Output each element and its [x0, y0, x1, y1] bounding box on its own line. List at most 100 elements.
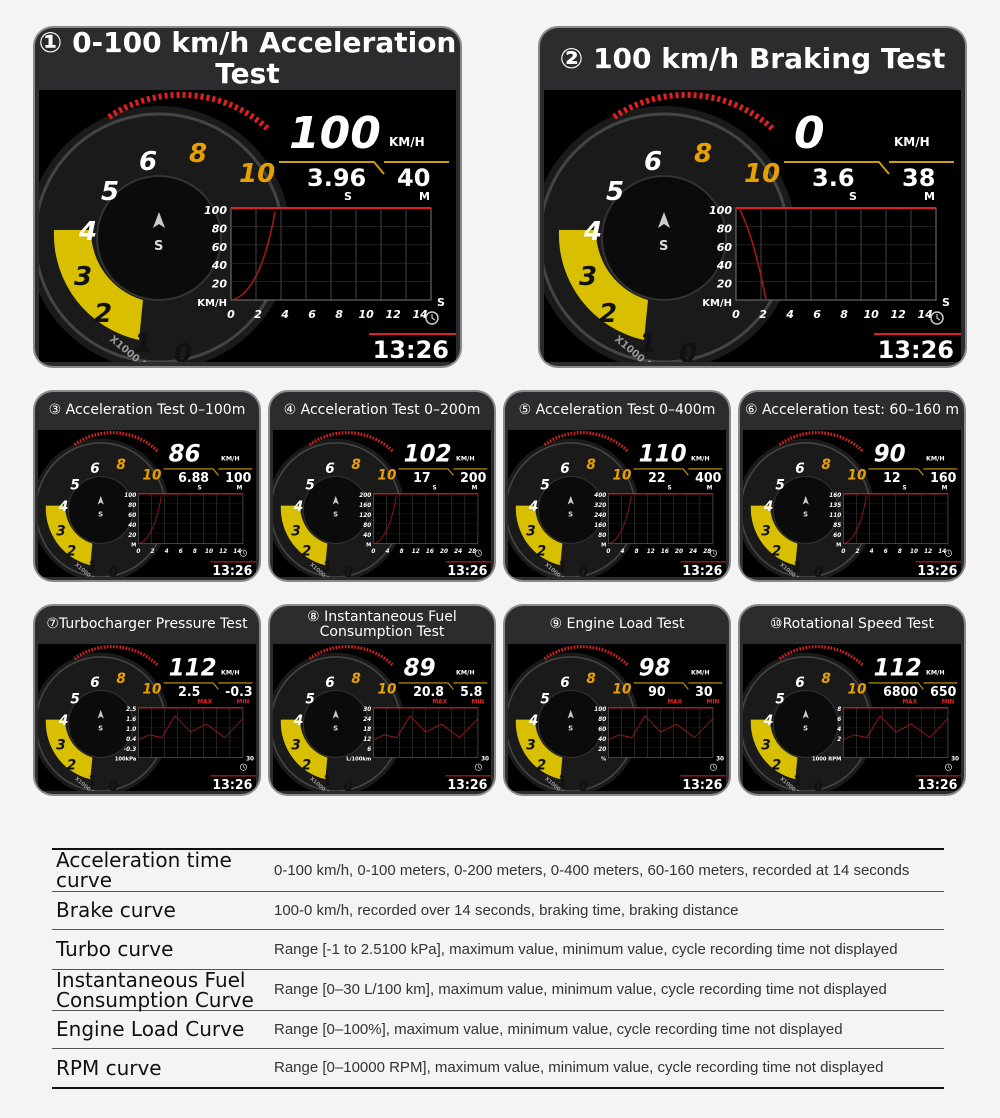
x-tick-label: 4	[386, 549, 390, 555]
spec-desc: Range [0–30 L/100 km], maximum value, mi…	[274, 981, 887, 998]
x-axis-unit: 30	[716, 757, 724, 763]
gauge-digit: 6	[90, 675, 100, 691]
gauge-digit: 4	[763, 713, 773, 729]
panel-braking-test: ② 100 km/h Braking Test 6810543210X1000 …	[540, 28, 965, 366]
gauge-redline	[612, 91, 777, 133]
gauge-center	[67, 689, 134, 759]
panel-accel-0-200m: ④ Acceleration Test 0–200m 6810543210X10…	[270, 392, 494, 580]
gauge-redline	[778, 645, 865, 667]
gauge-digit: 5	[540, 477, 549, 493]
compass-arrow-icon	[567, 709, 574, 719]
separator-line	[784, 161, 890, 175]
x-tick-label: 8	[400, 549, 404, 555]
gauge-digit: 2	[67, 543, 76, 559]
gauge-redline	[778, 431, 865, 453]
x-axis-unit: 30	[481, 757, 489, 763]
x-axis-unit: S	[942, 296, 950, 309]
x-tick-label: 2	[254, 308, 262, 321]
chart-curve	[373, 715, 479, 741]
x-tick-label: 20	[675, 549, 683, 555]
gauge-digit: 10	[378, 468, 397, 484]
y-tick-label: 8	[837, 707, 841, 713]
gauge-digit: 10	[143, 468, 162, 484]
gauge-digit: 3	[526, 523, 535, 539]
chart-curve	[608, 715, 714, 741]
panel-rpm-test: ⑩Rotational Speed Test 6810543210X1000 P…	[740, 606, 964, 794]
gauge-yellow-band	[515, 505, 563, 566]
gauge-digit: 0	[109, 565, 119, 577]
gauge-digit: 5	[101, 177, 119, 207]
value-2-unit: M	[419, 190, 430, 203]
panel-accel-0-100m: ③ Acceleration Test 0–100m 6810543210X10…	[35, 392, 259, 580]
x-tick-label: 14	[413, 308, 428, 321]
value-1-unit: MAX	[197, 699, 212, 705]
x-tick-label: 12	[647, 549, 655, 555]
gauge-digit: 1	[558, 559, 567, 575]
y-tick-label: 20	[717, 278, 733, 291]
y-tick-label: 135	[829, 503, 841, 509]
gauge-digit: 0	[579, 565, 589, 577]
gauge-digit: 1	[793, 773, 802, 789]
spec-desc: 0-100 km/h, 0-100 meters, 0-200 meters, …	[274, 861, 910, 879]
compass-arrow-icon	[332, 709, 339, 719]
speed-value: 98	[639, 653, 671, 681]
dashboard-screen: 6810543210X1000 PRMS0KM/H3.638SM10080604…	[544, 90, 961, 362]
y-tick-label: 100	[124, 493, 136, 499]
value-1: 22	[648, 471, 665, 486]
gauge-redline	[308, 645, 395, 667]
compass-arrow-icon	[97, 495, 104, 505]
value-2: -0.3	[225, 685, 252, 700]
clock-hands	[243, 551, 246, 555]
compass-arrow-icon	[97, 709, 104, 719]
speed-value: 112	[874, 653, 922, 681]
compass-arrow-icon	[658, 212, 670, 228]
speed-value: 90	[874, 439, 906, 467]
gauge-digit: 5	[540, 691, 549, 707]
x-tick-label: 4	[870, 549, 874, 555]
value-2: 40	[397, 164, 430, 192]
value-1: 12	[883, 471, 900, 486]
clock-hands	[713, 551, 716, 555]
value-1: 90	[648, 685, 666, 700]
spec-label: Instantaneous Fuel Consumption Curve	[56, 967, 254, 1012]
dashboard-graphic: 6810543210X1000 PRMS98KM/H9030MAXMIN1008…	[508, 645, 726, 791]
clock-hands	[431, 314, 436, 321]
clock-time: 13:26	[917, 564, 957, 577]
y-tick-label: 1.0	[126, 727, 136, 733]
dashboard-screen: 6810543210X1000 PRMS102KM/H17200SM200160…	[273, 430, 491, 577]
y-tick-label: 80	[363, 523, 371, 529]
clock-hands	[936, 314, 941, 321]
dashboard-screen: 6810543210X1000 PRMS110KM/H22400SM400320…	[508, 430, 726, 577]
y-tick-label: 60	[833, 533, 841, 539]
clock-hands	[478, 765, 481, 769]
y-tick-label: 6	[837, 717, 841, 723]
separator-line	[398, 468, 454, 476]
spec-desc: Range [0–10000 RPM], maximum value, mini…	[274, 1059, 884, 1077]
y-tick-label: 60	[598, 727, 606, 733]
y-axis-unit: M	[131, 543, 136, 549]
chart-curve	[844, 495, 867, 544]
value-2: 100	[225, 471, 251, 486]
y-tick-label: 60	[212, 241, 228, 254]
gauge-yellow-band	[515, 719, 563, 780]
gauge-digit: 3	[56, 523, 65, 539]
y-axis-unit: M	[601, 543, 606, 549]
panel-title: ⑤ Acceleration Test 0–400m	[518, 402, 716, 419]
gauge-center	[302, 689, 369, 759]
compass-heading: S	[333, 724, 338, 732]
gauge-digit: 3	[526, 737, 535, 753]
gauge-redline	[543, 645, 630, 667]
gauge-digit: 2	[302, 757, 311, 773]
value-1-unit: MAX	[432, 699, 447, 705]
spec-desc: Range [-1 to 2.5100 kPa], maximum value,…	[274, 940, 898, 958]
chart-curve	[138, 715, 244, 741]
y-tick-label: 20	[128, 533, 136, 539]
y-tick-label: 400	[594, 493, 606, 499]
value-2-unit: MIN	[942, 699, 955, 705]
gauge-digit: 8	[116, 457, 126, 473]
